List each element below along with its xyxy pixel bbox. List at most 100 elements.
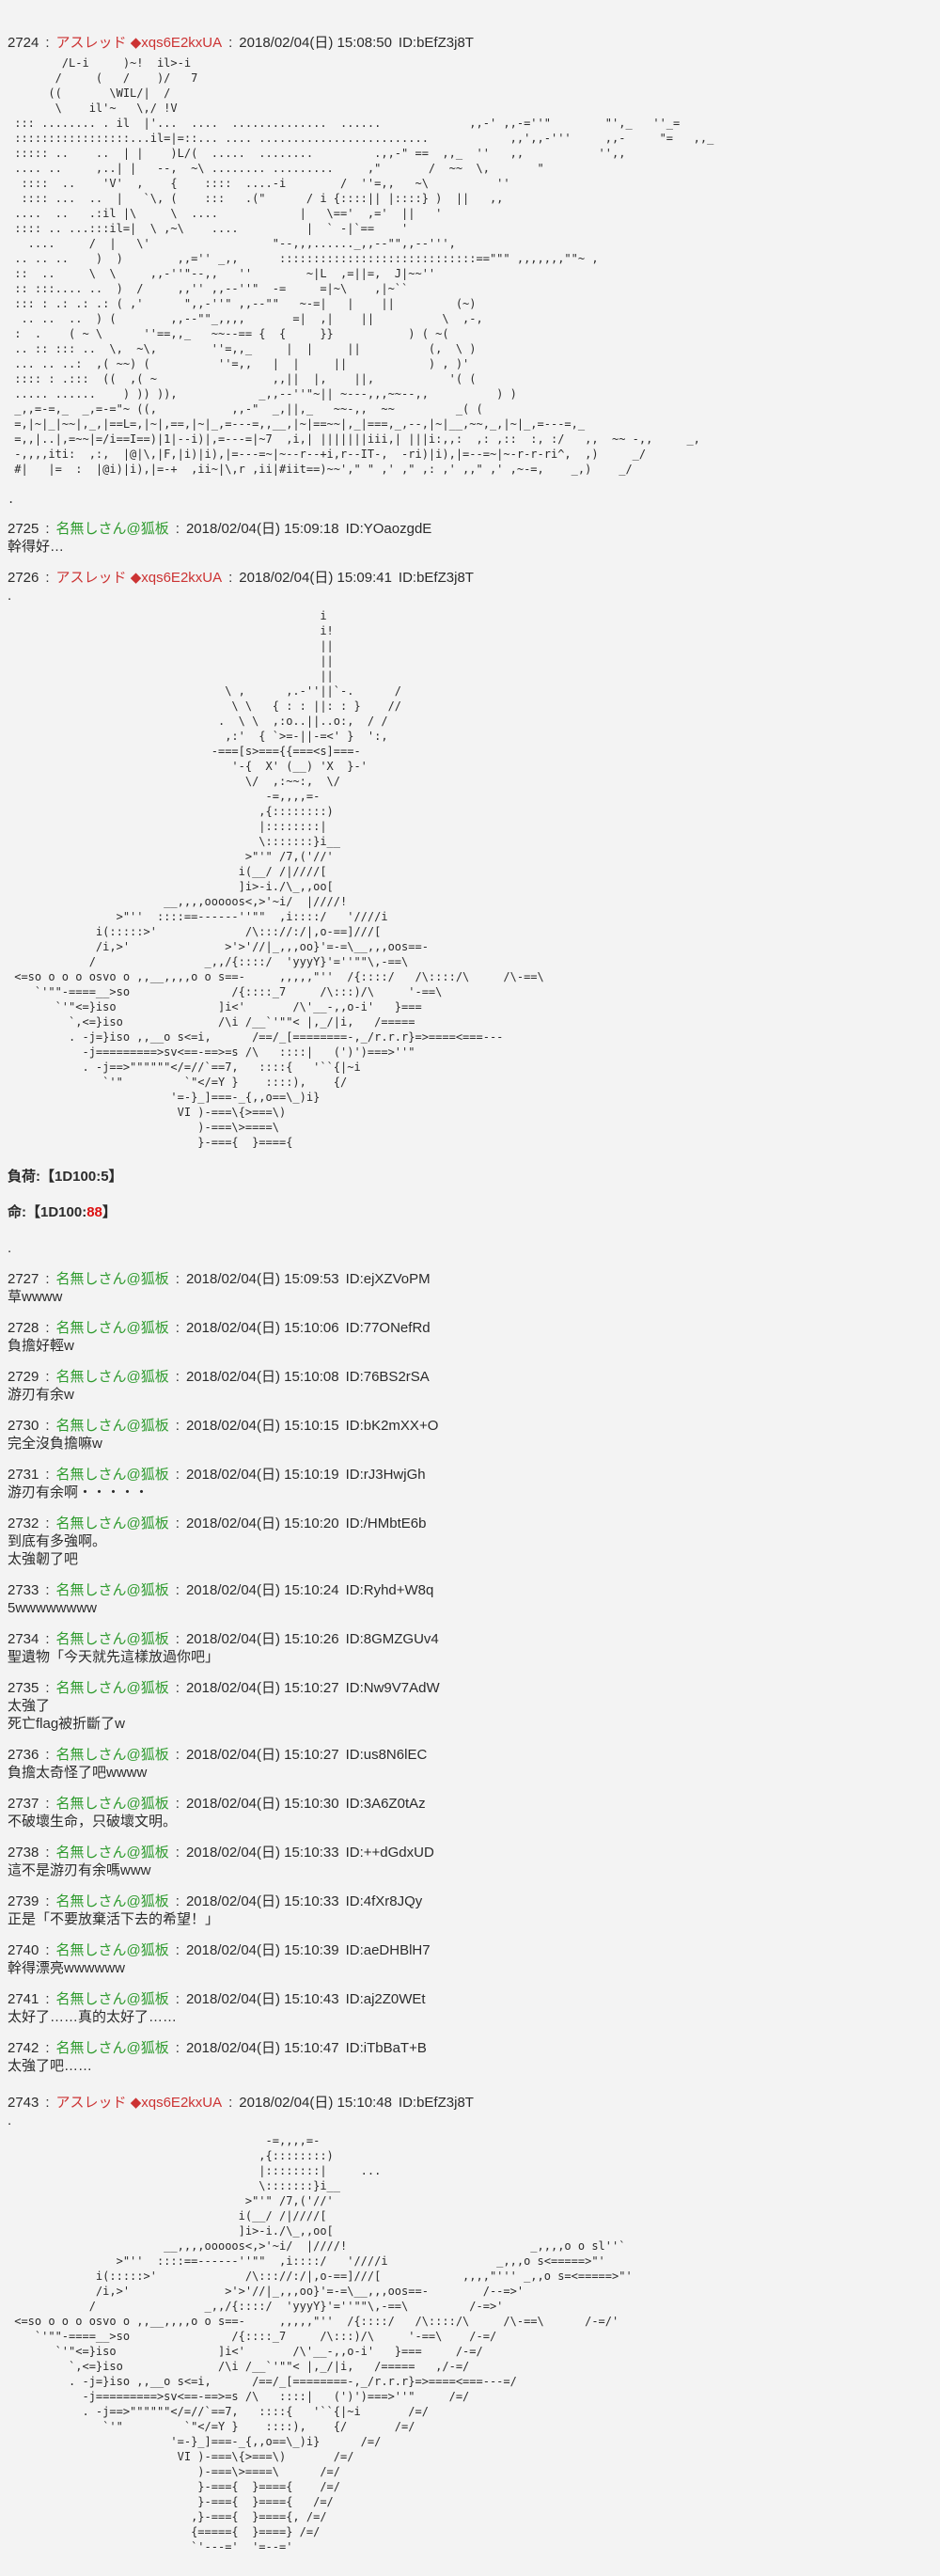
header-separator: :: [45, 1747, 50, 1763]
body-line: .: [8, 1240, 12, 1256]
post-number: 2727: [8, 1271, 39, 1287]
header-separator: :: [45, 2095, 50, 2111]
header-separator: :: [175, 521, 180, 537]
post-id: ID:Ryhd+W8q: [345, 1582, 434, 1598]
header-separator: :: [175, 1747, 180, 1763]
post-datetime: 2018/02/04(日) 15:10:20: [185, 1516, 339, 1531]
post-author: 名無しさん@狐板: [55, 1369, 169, 1385]
header-separator: :: [45, 1582, 50, 1598]
post-author: アスレッド ◆xqs6E2kxUA: [55, 35, 223, 51]
post-author: 名無しさん@狐板: [55, 1582, 169, 1598]
body-line: 這不是游刃有余嗎www: [8, 1862, 151, 1878]
post-author: 名無しさん@狐板: [55, 1271, 169, 1287]
post-number: 2737: [8, 1796, 39, 1812]
post-id: ID:iTbBaT+B: [345, 2040, 427, 2056]
post-number: 2732: [8, 1516, 39, 1531]
dice-result-value: 88: [86, 1204, 102, 1220]
body-line: 聖遺物「今天就先這樣放過你吧」: [8, 1649, 220, 1665]
post-number: 2729: [8, 1369, 39, 1385]
post-datetime: 2018/02/04(日) 15:09:18: [185, 521, 339, 537]
post-header: 2743:アスレッド ◆xqs6E2kxUA:2018/02/04(日) 15:…: [8, 2094, 940, 2112]
post-number: 2736: [8, 1747, 39, 1763]
header-separator: :: [175, 1631, 180, 1647]
post-datetime: 2018/02/04(日) 15:10:24: [185, 1582, 339, 1598]
post-author: 名無しさん@狐板: [55, 1320, 169, 1336]
post-body: 太強了死亡flag被折斷了w: [8, 1697, 940, 1733]
header-separator: :: [175, 1796, 180, 1812]
header-separator: :: [175, 1991, 180, 2007]
post-datetime: 2018/02/04(日) 15:08:50: [239, 35, 392, 51]
post-body: 負擔好輕w: [8, 1337, 940, 1355]
post-body: 幹得好…: [8, 538, 940, 556]
post-id: ID:77ONefRd: [345, 1320, 431, 1336]
header-separator: :: [175, 1893, 180, 1909]
dice-text: 】: [108, 1169, 123, 1185]
header-separator: :: [228, 35, 233, 51]
post-id: ID:aeDHBlH7: [345, 1942, 431, 1958]
post-id: ID:rJ3HwjGh: [345, 1467, 426, 1483]
header-separator: :: [45, 1631, 50, 1647]
post-datetime: 2018/02/04(日) 15:10:48: [239, 2095, 392, 2111]
post-author: アスレッド ◆xqs6E2kxUA: [55, 2095, 223, 2111]
post: 2726:アスレッド ◆xqs6E2kxUA:2018/02/04(日) 15:…: [8, 569, 940, 1257]
header-separator: :: [45, 570, 50, 586]
post-id: ID:8GMZGUv4: [345, 1631, 439, 1647]
post-body: 負擔太奇怪了吧wwww: [8, 1764, 940, 1782]
post-datetime: 2018/02/04(日) 15:10:39: [185, 1942, 339, 1958]
header-separator: :: [45, 1418, 50, 1434]
post-id: ID:++dGdxUD: [345, 1845, 434, 1861]
body-line: [8, 1186, 940, 1203]
header-separator: :: [175, 1582, 180, 1598]
header-separator: :: [45, 521, 50, 537]
post-number: 2730: [8, 1418, 39, 1434]
post-body: 幹得漂亮wwwwww: [8, 1959, 940, 1977]
post-number: 2743: [8, 2095, 39, 2111]
header-separator: :: [45, 1845, 50, 1861]
post-header: 2724:アスレッド ◆xqs6E2kxUA:2018/02/04(日) 15:…: [8, 34, 940, 52]
post-datetime: 2018/02/04(日) 15:10:30: [185, 1796, 339, 1812]
body-line: 太強了吧……: [8, 2058, 93, 2074]
body-line: [8, 1150, 940, 1168]
post: 2724:アスレッド ◆xqs6E2kxUA:2018/02/04(日) 15:…: [8, 34, 940, 507]
post-id: ID:bEfZ3j8T: [398, 570, 474, 586]
body-line: 游刃有余啊・・・・・: [8, 1484, 149, 1500]
header-separator: :: [45, 1369, 50, 1385]
header-separator: :: [45, 1680, 50, 1696]
ascii-art: /L-i )~! il>-i / ( / )/ 7 (( \WIL/| / \ …: [8, 56, 714, 506]
post-datetime: 2018/02/04(日) 15:10:47: [185, 2040, 339, 2056]
post-body: . i i! || ||: [8, 587, 940, 1257]
post-body: 完全沒負擔嘛w: [8, 1435, 940, 1453]
header-separator: :: [45, 1467, 50, 1483]
header-separator: :: [228, 570, 233, 586]
post-id: ID:4fXr8JQy: [345, 1893, 423, 1909]
post-id: ID:bEfZ3j8T: [398, 2095, 474, 2111]
header-separator: :: [175, 1680, 180, 1696]
post-author: 名無しさん@狐板: [55, 1680, 169, 1696]
post-number: 2739: [8, 1893, 39, 1909]
post-header: 2726:アスレッド ◆xqs6E2kxUA:2018/02/04(日) 15:…: [8, 569, 940, 587]
post-author: 名無しさん@狐板: [55, 1631, 169, 1647]
body-line: 太強了: [8, 1698, 51, 1714]
post-body: . -=,,,,=- ,{::::::::) |::::::::| ... \:…: [8, 2112, 940, 2554]
post-datetime: 2018/02/04(日) 15:10:27: [185, 1680, 339, 1696]
header-separator: :: [175, 1845, 180, 1861]
